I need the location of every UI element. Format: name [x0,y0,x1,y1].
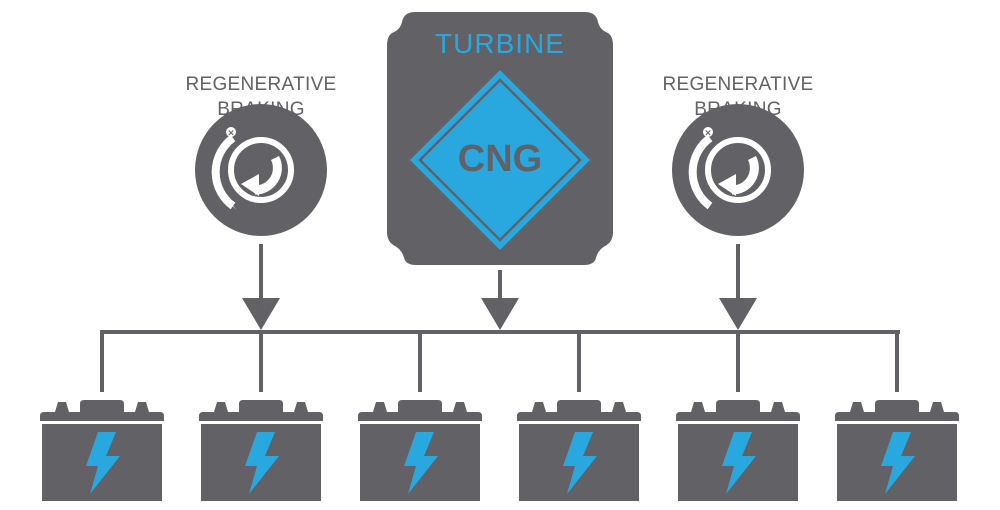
arrow-turbine [481,270,519,330]
battery-icon [40,400,164,501]
arrow-left-brake [242,244,280,330]
power-bus [100,330,900,392]
lightning-bolt-icon [404,432,438,494]
left-brake-label-line2: BRAKING [217,99,305,120]
lightning-bolt-icon [563,432,597,494]
right-brake-label-line1: REGENERATIVE [662,74,814,95]
battery-icon [199,400,323,501]
turbine-title: TURBINE [435,28,565,59]
battery-icon [676,400,800,501]
svg-text:×: × [704,129,712,139]
lightning-bolt-icon [86,432,120,494]
left-brake-label: REGENERATIVE BRAKING [161,72,361,122]
battery-bank [40,400,959,501]
right-brake-label-line2: BRAKING [694,99,782,120]
lightning-bolt-icon [245,432,279,494]
lightning-bolt-icon [722,432,756,494]
battery-icon [835,400,959,501]
battery-icon [358,400,482,501]
right-brake-label: REGENERATIVE BRAKING [638,72,838,122]
regenerative-braking-icon-left: × [195,104,327,236]
turbine-box [387,12,613,265]
cng-label: CNG [457,138,543,180]
arrow-right-brake [719,244,757,330]
cng-diamond-icon [410,70,590,250]
svg-text:×: × [227,129,235,139]
lightning-bolt-icon [881,432,915,494]
left-brake-label-line1: REGENERATIVE [185,74,337,95]
battery-icon [517,400,641,501]
regenerative-braking-icon-right: × [672,104,804,236]
